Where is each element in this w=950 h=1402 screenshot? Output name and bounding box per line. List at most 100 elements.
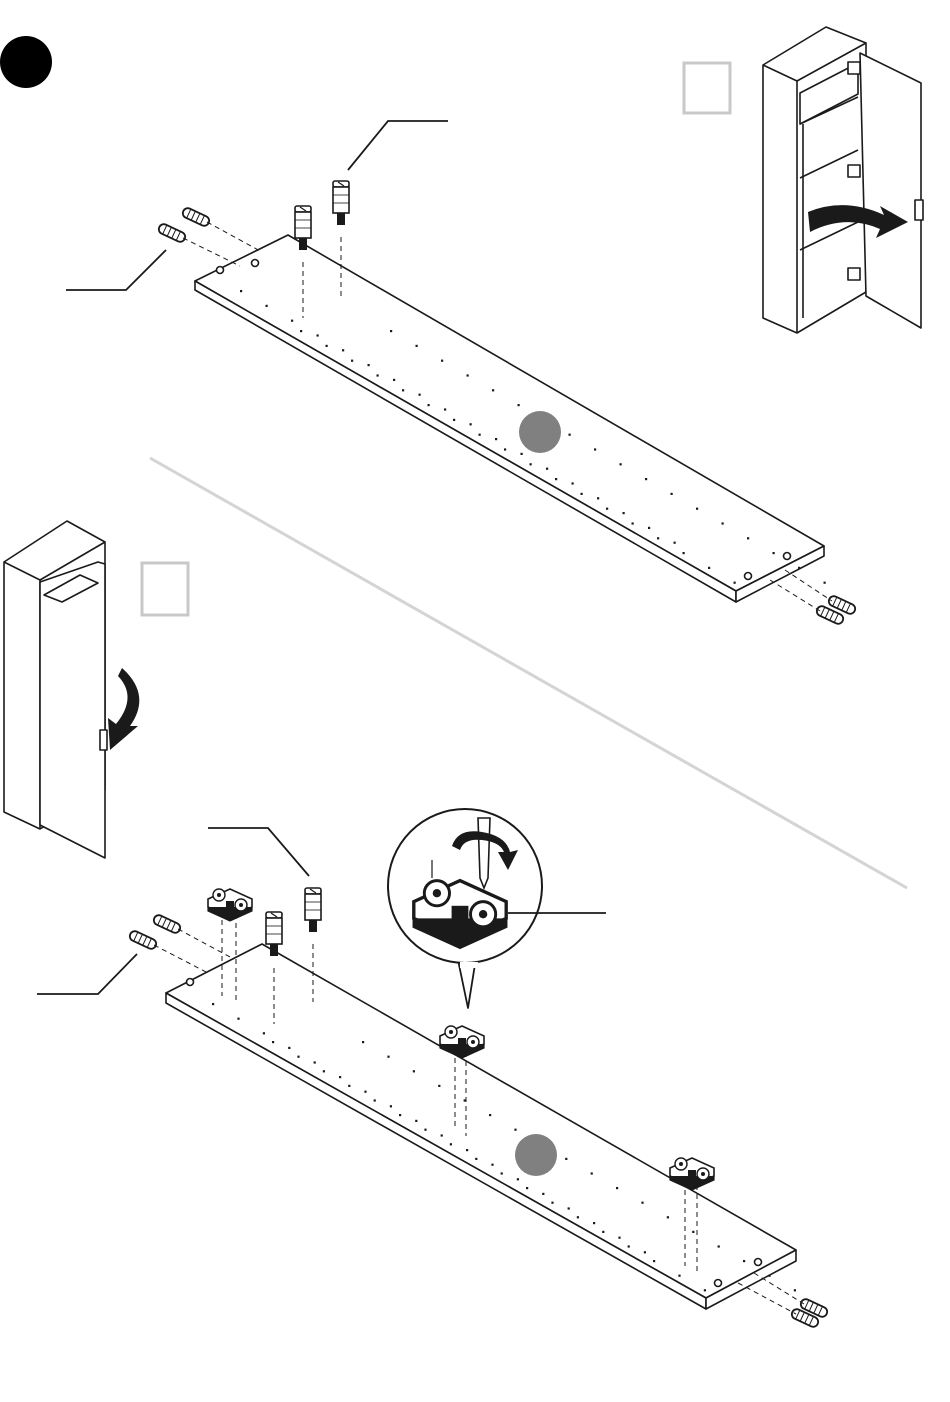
panel-hole bbox=[671, 493, 673, 495]
panel-hole bbox=[393, 379, 395, 381]
panel-hole bbox=[368, 364, 370, 366]
panel-hole bbox=[317, 334, 319, 336]
panel-hole bbox=[645, 478, 647, 480]
panel-hole bbox=[526, 1187, 528, 1189]
panel-hole bbox=[734, 582, 736, 584]
panel-hole bbox=[466, 1149, 468, 1151]
dowel-lower-left-a bbox=[128, 930, 158, 951]
panel-hole bbox=[444, 408, 446, 410]
panel-hole bbox=[577, 1216, 579, 1218]
panel-hole bbox=[593, 1222, 595, 1224]
hinge-plate-lower-a bbox=[208, 889, 252, 921]
panel-hole bbox=[323, 1070, 325, 1072]
panel-hole bbox=[743, 1260, 745, 1262]
open-arrow-left-icon bbox=[108, 668, 139, 750]
panel-hole bbox=[530, 463, 532, 465]
callout-leader-dowel-upper bbox=[66, 250, 166, 290]
panel-hole bbox=[594, 448, 596, 450]
panel-hole bbox=[424, 1129, 426, 1131]
panel-hole bbox=[722, 522, 724, 524]
panel-hole bbox=[678, 1275, 680, 1277]
panel-hole bbox=[300, 330, 302, 332]
part-marker-upper bbox=[519, 411, 561, 453]
panel-hole bbox=[501, 1172, 503, 1174]
panel-hole bbox=[212, 1003, 214, 1005]
panel-hole bbox=[387, 1056, 389, 1058]
panel-hole bbox=[565, 1158, 567, 1160]
panel-hole bbox=[517, 1178, 519, 1180]
panel-hole bbox=[475, 1158, 477, 1160]
panel-hole bbox=[555, 478, 557, 480]
panel-hole bbox=[824, 582, 826, 584]
panel-hole bbox=[441, 360, 443, 362]
panel-hole bbox=[272, 1041, 274, 1043]
panel-hole bbox=[479, 434, 481, 436]
dowel-upper-left-b bbox=[181, 207, 211, 228]
screwdriver-icon bbox=[478, 818, 490, 888]
panel-hole bbox=[364, 1091, 366, 1093]
panel-hole bbox=[470, 423, 472, 425]
panel-hole bbox=[348, 1085, 350, 1087]
variant-checkbox-left bbox=[142, 563, 188, 615]
variant-checkbox-right bbox=[684, 63, 730, 113]
panel-hole bbox=[521, 453, 523, 455]
panel-hole bbox=[514, 1129, 516, 1131]
panel-hole bbox=[399, 1114, 401, 1116]
panel-hole bbox=[798, 567, 800, 569]
panel-hole bbox=[491, 1164, 493, 1166]
panel-hole bbox=[453, 419, 455, 421]
panel-hole bbox=[653, 1260, 655, 1262]
panel-hole bbox=[266, 305, 268, 307]
part-marker-lower bbox=[515, 1134, 557, 1176]
panel-hole bbox=[542, 1193, 544, 1195]
panel-hole bbox=[704, 1289, 706, 1291]
panel-hole bbox=[450, 1143, 452, 1145]
panel-hole bbox=[237, 1018, 239, 1020]
lower-panel bbox=[166, 944, 796, 1309]
panel-hole bbox=[413, 1070, 415, 1072]
panel-hole bbox=[351, 360, 353, 362]
panel-hole bbox=[240, 290, 242, 292]
panel-hole bbox=[489, 1114, 491, 1116]
panel-hole bbox=[291, 320, 293, 322]
panel-hole bbox=[339, 1076, 341, 1078]
panel-hole bbox=[572, 482, 574, 484]
panel-hole bbox=[620, 463, 622, 465]
panel-hole bbox=[419, 394, 421, 396]
panel-hole bbox=[390, 1105, 392, 1107]
panel-hole bbox=[602, 1231, 604, 1233]
panel-hole bbox=[415, 1120, 417, 1122]
lower-variant bbox=[4, 521, 829, 1328]
panel-hole bbox=[581, 493, 583, 495]
panel-hole bbox=[648, 527, 650, 529]
cam-bolt-upper-b bbox=[333, 181, 349, 225]
panel-hole bbox=[632, 522, 634, 524]
panel-hole bbox=[606, 508, 608, 510]
panel-hole bbox=[362, 1041, 364, 1043]
panel-hole bbox=[390, 330, 392, 332]
panel-hole bbox=[402, 389, 404, 391]
step-number-badge bbox=[0, 36, 52, 88]
panel-hole bbox=[314, 1061, 316, 1063]
panel-hole bbox=[441, 1134, 443, 1136]
panel-hole bbox=[551, 1202, 553, 1204]
dowel-upper-left-a bbox=[157, 223, 187, 244]
panel-hole bbox=[667, 1216, 669, 1218]
panel-hole bbox=[674, 542, 676, 544]
upper-variant bbox=[66, 27, 923, 625]
panel-hole bbox=[374, 1099, 376, 1101]
cabinet-right-hinged-illustration bbox=[763, 27, 923, 333]
panel-hole bbox=[618, 1237, 620, 1239]
cam-bolt-lower-b bbox=[305, 888, 321, 932]
panel-hole bbox=[297, 1056, 299, 1058]
callout-leader-cam-bolt-upper bbox=[348, 121, 448, 170]
panel-hole bbox=[288, 1047, 290, 1049]
panel-hole bbox=[718, 1245, 720, 1247]
dowel-lower-left-b bbox=[152, 914, 182, 935]
panel-hole bbox=[657, 537, 659, 539]
panel-hole bbox=[692, 1231, 694, 1233]
callout-leader-dowel-lower bbox=[37, 954, 137, 994]
variant-divider-line bbox=[150, 458, 907, 888]
